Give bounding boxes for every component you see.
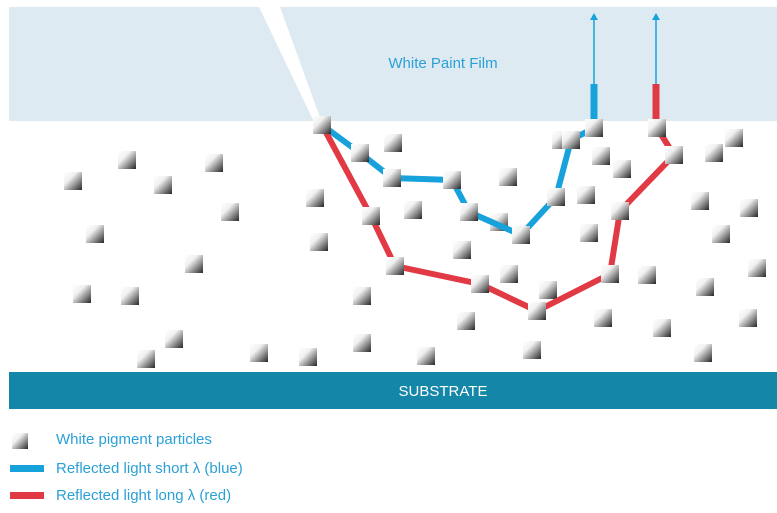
pigment-particle-7 bbox=[73, 285, 91, 303]
path-node-particle-3 bbox=[443, 171, 461, 189]
pigment-particle-24 bbox=[523, 341, 541, 359]
path-node-particle-11 bbox=[471, 275, 489, 293]
path-node-particle-7 bbox=[562, 131, 580, 149]
pigment-particle-18 bbox=[404, 201, 422, 219]
path-node-particle-0 bbox=[313, 116, 331, 134]
red-line-swatch-icon bbox=[10, 492, 44, 499]
pigment-particle-4 bbox=[221, 203, 239, 221]
pigment-particle-39 bbox=[725, 129, 743, 147]
pigment-particle-2 bbox=[154, 176, 172, 194]
substrate-label: SUBSTRATE bbox=[399, 383, 488, 400]
pigment-particle-20 bbox=[453, 241, 471, 259]
pigment-particle-15 bbox=[353, 287, 371, 305]
pigment-particle-28 bbox=[592, 147, 610, 165]
pigment-particle-41 bbox=[748, 259, 766, 277]
path-node-particle-10 bbox=[386, 257, 404, 275]
pigment-particle-14 bbox=[310, 233, 328, 251]
pigment-particle-1 bbox=[64, 172, 82, 190]
pigment-particle-27 bbox=[577, 186, 595, 204]
pigment-particle-5 bbox=[86, 225, 104, 243]
legend-blue-label: Reflected light short λ (blue) bbox=[56, 460, 243, 477]
pigment-particles bbox=[64, 129, 766, 368]
path-node-particle-8 bbox=[585, 119, 603, 137]
pigment-particle-33 bbox=[653, 319, 671, 337]
pigment-particle-42 bbox=[739, 309, 757, 327]
pigment-particle-29 bbox=[580, 224, 598, 242]
substrate-bar bbox=[9, 372, 777, 409]
pigment-particle-17 bbox=[384, 134, 402, 152]
pigment-particle-38 bbox=[712, 225, 730, 243]
path-node-particles bbox=[313, 116, 683, 320]
pigment-particle-3 bbox=[205, 154, 223, 172]
blue-line-swatch-icon bbox=[10, 465, 44, 472]
pigment-particle-43 bbox=[539, 281, 557, 299]
incident-light-beam bbox=[259, 7, 322, 124]
path-node-particle-1 bbox=[351, 144, 369, 162]
path-node-particle-4 bbox=[460, 203, 478, 221]
pigment-particle-22 bbox=[499, 168, 517, 186]
legend-particles: White pigment particles bbox=[10, 430, 410, 452]
pigment-particle-35 bbox=[691, 192, 709, 210]
red-exit-arrowhead bbox=[652, 13, 660, 20]
legend-red-label: Reflected light long λ (red) bbox=[56, 487, 232, 504]
pigment-particle-31 bbox=[594, 309, 612, 327]
pigment-particle-30 bbox=[613, 160, 631, 178]
pigment-particle-6 bbox=[185, 255, 203, 273]
pigment-particle-36 bbox=[696, 278, 714, 296]
pigment-particle-21 bbox=[457, 312, 475, 330]
pigment-particle-9 bbox=[165, 330, 183, 348]
legend-red: Reflected light long λ (red) bbox=[10, 486, 410, 508]
path-node-particle-15 bbox=[665, 146, 683, 164]
pigment-particle-19 bbox=[417, 347, 435, 365]
legend-blue: Reflected light short λ (blue) bbox=[10, 459, 410, 481]
pigment-particle-0 bbox=[118, 151, 136, 169]
path-node-particle-13 bbox=[601, 265, 619, 283]
path-node-particle-16 bbox=[648, 119, 666, 137]
blue-exit-arrowhead bbox=[590, 13, 598, 20]
pigment-particle-40 bbox=[740, 199, 758, 217]
path-node-particle-5 bbox=[512, 226, 530, 244]
particle-swatch-icon bbox=[12, 433, 28, 449]
path-node-particle-6 bbox=[547, 188, 565, 206]
pigment-particle-37 bbox=[705, 144, 723, 162]
pigment-particle-23 bbox=[500, 265, 518, 283]
pigment-particle-13 bbox=[306, 189, 324, 207]
pigment-particle-16 bbox=[353, 334, 371, 352]
paint-film-region bbox=[9, 7, 777, 121]
pigment-particle-11 bbox=[250, 344, 268, 362]
path-node-particle-2 bbox=[383, 169, 401, 187]
paint-film-label: White Paint Film bbox=[388, 55, 497, 72]
legend-particles-label: White pigment particles bbox=[56, 431, 212, 448]
path-node-particle-9 bbox=[362, 207, 380, 225]
path-node-particle-12 bbox=[528, 302, 546, 320]
pigment-particle-12 bbox=[299, 348, 317, 366]
pigment-particle-8 bbox=[121, 287, 139, 305]
path-node-particle-14 bbox=[611, 202, 629, 220]
pigment-particle-34 bbox=[694, 344, 712, 362]
pigment-particle-32 bbox=[638, 266, 656, 284]
pigment-particle-10 bbox=[137, 350, 155, 368]
paint-scattering-diagram: White Paint Film SUBSTRATE bbox=[9, 7, 777, 409]
